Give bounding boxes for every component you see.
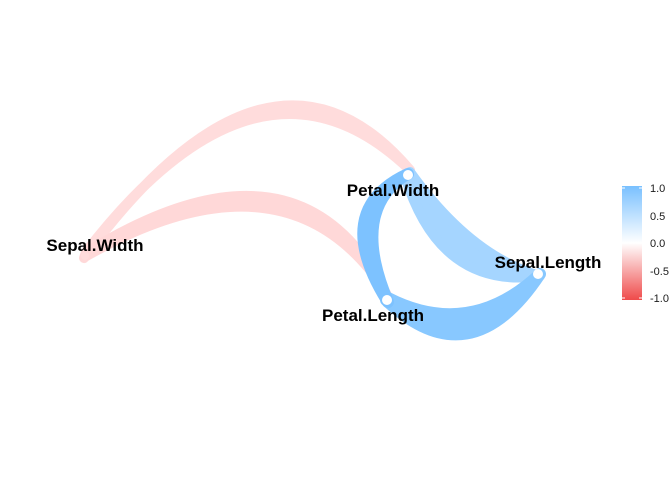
- legend-tick-label: 1.0: [650, 183, 665, 195]
- legend-tick-label: -0.5: [650, 266, 669, 278]
- legend-colorbar: [622, 186, 642, 300]
- node-label-petal-length: Petal.Length: [322, 306, 424, 325]
- node-label-sepal-length: Sepal.Length: [495, 253, 602, 272]
- legend-tick-label: -1.0: [650, 293, 669, 305]
- node-point-sepal-length: [533, 269, 543, 279]
- node-label-sepal-width: Sepal.Width: [46, 236, 143, 255]
- legend-tick-label: 0.0: [650, 238, 665, 250]
- edge-petal-length-sepal-length: [380, 268, 546, 341]
- node-point-petal-length: [382, 295, 392, 305]
- node-point-petal-width: [403, 170, 413, 180]
- node-label-petal-width: Petal.Width: [347, 181, 439, 200]
- legend-tick-label: 0.5: [650, 211, 665, 223]
- node-point-sepal-width: [81, 252, 89, 260]
- correlation-legend: 1.0 0.5 0.0 -0.5 -1.0: [622, 183, 669, 305]
